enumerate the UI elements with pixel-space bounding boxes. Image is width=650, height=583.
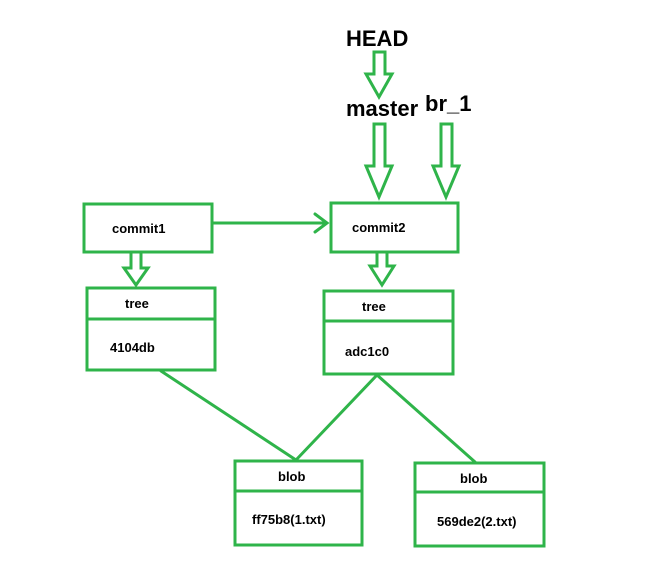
tree2-header: tree	[362, 299, 386, 314]
blob2-value: 569de2(2.txt)	[437, 514, 516, 529]
blob1-box	[233, 459, 364, 547]
tree2-hash: adc1c0	[345, 344, 389, 359]
commit1-label: commit1	[112, 221, 165, 236]
commit2-box	[329, 201, 460, 254]
commit1-to-commit2-arrowhead	[313, 212, 330, 234]
tree2-box	[322, 289, 455, 376]
commit1-box	[82, 202, 214, 254]
head-label: HEAD	[346, 26, 408, 51]
blob2-header: blob	[460, 471, 487, 486]
head-to-master-arrow	[363, 50, 395, 101]
tree1-box	[85, 286, 217, 372]
commit2-to-tree-arrow	[367, 250, 397, 288]
commit2-label: commit2	[352, 220, 405, 235]
master-to-commit2-arrow	[363, 122, 395, 201]
blob1-header: blob	[278, 469, 305, 484]
tree2-to-blob1-line	[294, 373, 379, 462]
master-label: master	[346, 96, 419, 121]
tree2-to-blob2-line	[375, 373, 477, 464]
blob1-value: ff75b8(1.txt)	[252, 512, 326, 527]
branch-br1-label: br_1	[425, 91, 471, 116]
commit1-to-tree-arrow	[121, 250, 151, 288]
blob2-box	[413, 461, 546, 548]
tree1-hash: 4104db	[110, 340, 155, 355]
tree1-header: tree	[125, 296, 149, 311]
br1-to-commit2-arrow	[430, 122, 462, 201]
tree1-to-blob1-line	[159, 369, 298, 462]
